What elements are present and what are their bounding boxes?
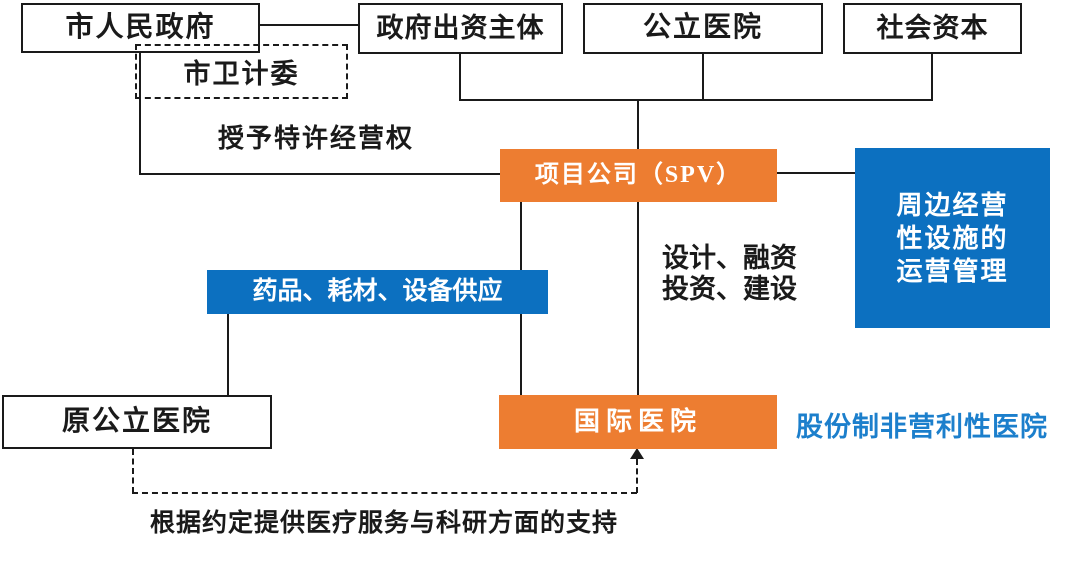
label-shareholding-nonprofit: 股份制非营利性医院: [796, 412, 1048, 442]
label-support-agreement: 根据约定提供医疗服务与科研方面的支持: [150, 510, 619, 537]
node-social-capital: 社会资本: [843, 3, 1022, 54]
connector-franchise-to-spv: [139, 173, 500, 175]
connector-socialcapital-down: [931, 54, 933, 101]
node-public-hospital: 公立医院: [583, 3, 823, 54]
arrowhead-up-icon: [630, 448, 644, 459]
node-international-hospital: 国际医院: [499, 395, 777, 449]
node-supply: 药品、耗材、设备供应: [207, 270, 548, 314]
node-former-public-hospital: 原公立医院: [2, 395, 272, 449]
node-facilities-management: 周边经营 性设施的 运营管理: [855, 148, 1050, 328]
label-design-finance-line2: 投资、建设: [662, 274, 797, 304]
connector-spv-to-intlhospital: [637, 202, 639, 395]
label-design-finance-line1: 设计、融资: [662, 243, 797, 273]
connector-gov-down: [139, 53, 141, 174]
dashed-oldhospital-down: [132, 449, 134, 493]
label-franchise-grant: 授予特许经营权: [218, 124, 415, 153]
facilities-management-text: 周边经营 性设施的 运营管理: [896, 190, 1009, 286]
connector-funder-down: [459, 54, 461, 101]
node-spv: 项目公司（SPV）: [500, 149, 777, 202]
dashed-support-horizontal: [132, 492, 637, 494]
connector-supply-to-oldhospital: [227, 314, 229, 395]
connector-publichospital-down: [702, 54, 704, 101]
connector-top-bus: [459, 99, 933, 101]
dashed-support-up: [636, 459, 638, 493]
connector-bus-to-spv: [637, 99, 639, 150]
node-government-funder: 政府出资主体: [358, 3, 563, 54]
node-health-commission: 市卫计委: [135, 44, 348, 99]
connector-spv-to-facilities: [777, 172, 855, 174]
connector-gov-to-funder: [260, 24, 358, 26]
label-design-finance: 设计、融资 投资、建设: [662, 243, 797, 305]
